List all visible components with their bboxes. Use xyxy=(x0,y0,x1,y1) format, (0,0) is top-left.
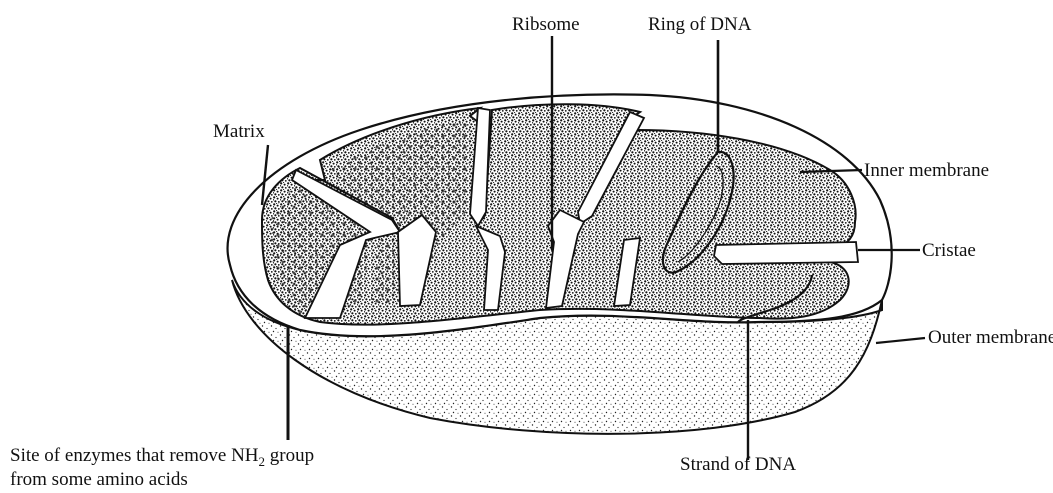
label-cristae: Cristae xyxy=(922,240,976,261)
label-site-line1-post: group xyxy=(265,445,314,466)
label-site-line1-pre: Site of enzymes that remove NH xyxy=(10,445,259,466)
leader-outer-membrane xyxy=(876,338,925,343)
crista-channel-8 xyxy=(714,242,858,264)
label-ring-dna: Ring of DNA xyxy=(648,14,752,35)
label-outer-membrane: Outer membrane xyxy=(928,327,1053,348)
label-strand-dna: Strand of DNA xyxy=(680,454,796,475)
label-matrix: Matrix xyxy=(213,121,265,142)
label-inner-membrane: Inner membrane xyxy=(864,160,989,181)
label-site-line2: from some amino acids xyxy=(10,469,188,490)
label-ribosome: Ribsome xyxy=(512,14,580,35)
label-site-enzymes: Site of enzymes that remove NH2 group xyxy=(10,445,314,469)
